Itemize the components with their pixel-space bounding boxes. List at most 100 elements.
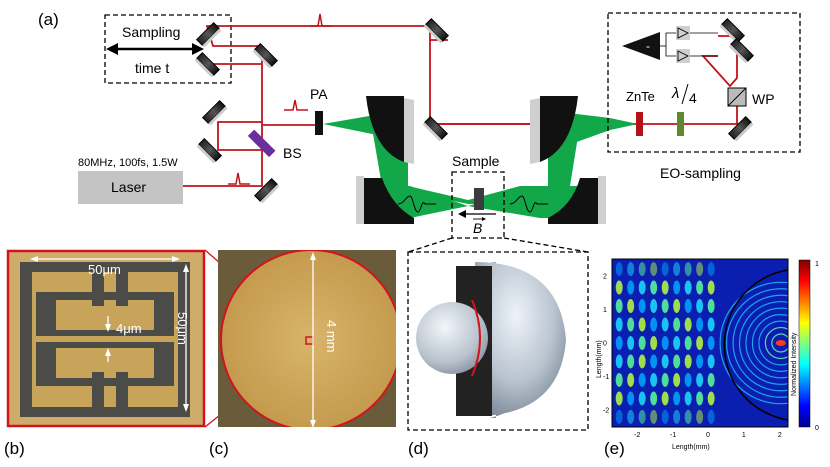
bs-label: BS [283,145,302,161]
heatmap-blob [638,409,646,424]
panel-label-e: (e) [604,439,625,458]
panel-label-a: (a) [38,10,59,29]
heatmap-blob [696,409,704,424]
heatmap-blob [707,299,715,314]
heatmap-blob [627,391,635,406]
heatmap-blob [684,280,692,295]
heatmap-blob [615,317,623,332]
heatmap-blob [627,280,635,295]
heatmap-blob [661,372,669,387]
eo-sampling-label: EO-sampling [660,165,741,181]
heatmap-y-tick: 2 [603,273,607,280]
heatmap-blob [615,391,623,406]
heatmap-blob [627,262,635,277]
heatmap-blob [650,354,658,369]
sampling-label: Sampling [122,24,180,40]
thz-pulse-left [397,195,436,213]
wp-label: WP [752,91,775,107]
heatmap-x-tick: -2 [634,432,640,439]
heatmap-blob [684,391,692,406]
heatmap-blob [650,299,658,314]
panel-label-c: (c) [209,439,229,458]
heatmap-blob [650,409,658,424]
lambda-denominator: 4 [689,90,697,106]
b-field-label: B [473,220,482,236]
panel-label-d: (d) [408,439,429,458]
heatmap-blob [707,354,715,369]
heatmap-blob [684,372,692,387]
znte-crystal [636,112,643,136]
heatmap-focus-spot [775,340,786,346]
lens-detail-box [407,251,589,431]
heatmap-x-tick: 1 [742,432,746,439]
heatmap-blob [638,317,646,332]
heatmap-blob [627,354,635,369]
diameter-label: 4 mm [324,320,339,353]
heatmap-blob [661,317,669,332]
heatmap-blob [627,336,635,350]
laser-box [78,171,183,204]
pulse-icons [228,13,332,185]
pattern-width-label: 50μm [88,262,121,277]
silicon-lens-render [416,262,566,418]
heatmap-ring [758,320,788,366]
heatmap-y-tick: 0 [603,341,607,348]
heatmap-blob [696,354,704,369]
heatmap-blob [707,317,715,332]
heatmap-blob [673,317,681,332]
heatmap-blob [661,299,669,314]
sample-label: Sample [452,153,500,169]
field-heatmap [611,258,789,428]
heatmap-ring [751,314,788,372]
heatmap-blob [615,262,623,277]
mirror-icons [194,17,755,204]
beam-splitter [247,129,276,158]
delay-arrow [106,43,204,55]
heatmap-blob [638,372,646,387]
heatmap-blob [684,262,692,277]
heatmap-blob [661,262,669,277]
heatmap-blob [696,317,704,332]
pattern-height-label: 50μm [175,312,190,345]
heatmap-blob [638,391,646,406]
heatmap-blob [707,262,715,277]
heatmap-blob [661,354,669,369]
heatmap-blob [650,336,658,350]
heatmap-blob [661,336,669,350]
heatmap-y-axis-label: Length(mm) [596,340,603,378]
heatmap-x-axis-label: Length(mm) [672,444,710,451]
heatmap-x-tick: 0 [706,432,710,439]
heatmap-blob [650,262,658,277]
parabolic-mirror-icons [356,96,606,224]
heatmap-blob [615,372,623,387]
heatmap-ring [764,326,788,360]
heatmap-blob [615,280,623,295]
heatmap-blob [638,280,646,295]
zoom-line-right [503,237,589,253]
sampling-time-label: time t [135,60,169,76]
znte-label: ZnTe [626,89,655,104]
laser-label: Laser [111,179,146,195]
heatmap-blob [650,317,658,332]
amplifier-minus-label: - [646,39,650,53]
heatmap-blob [673,280,681,295]
heatmap-blob [673,391,681,406]
heatmap-blob [673,299,681,314]
heatmap-blob [707,409,715,424]
heatmap-x-tick: -1 [670,432,676,439]
heatmap-blob [696,262,704,277]
heatmap-ring [719,281,788,405]
heatmap-y-tick: 1 [603,307,607,314]
heatmap-blob [684,336,692,350]
heatmap-blob [696,391,704,406]
panel-label-b: (b) [4,439,25,458]
heatmap-blob [650,280,658,295]
heatmap-ring [745,307,788,379]
lambda-label: λ [671,85,679,102]
heatmap-blob [615,336,623,350]
heatmap-blob [627,372,635,387]
heatmap-y-tick: -2 [603,408,609,415]
heatmap-blob [638,299,646,314]
eo-sampling-box [607,12,801,153]
